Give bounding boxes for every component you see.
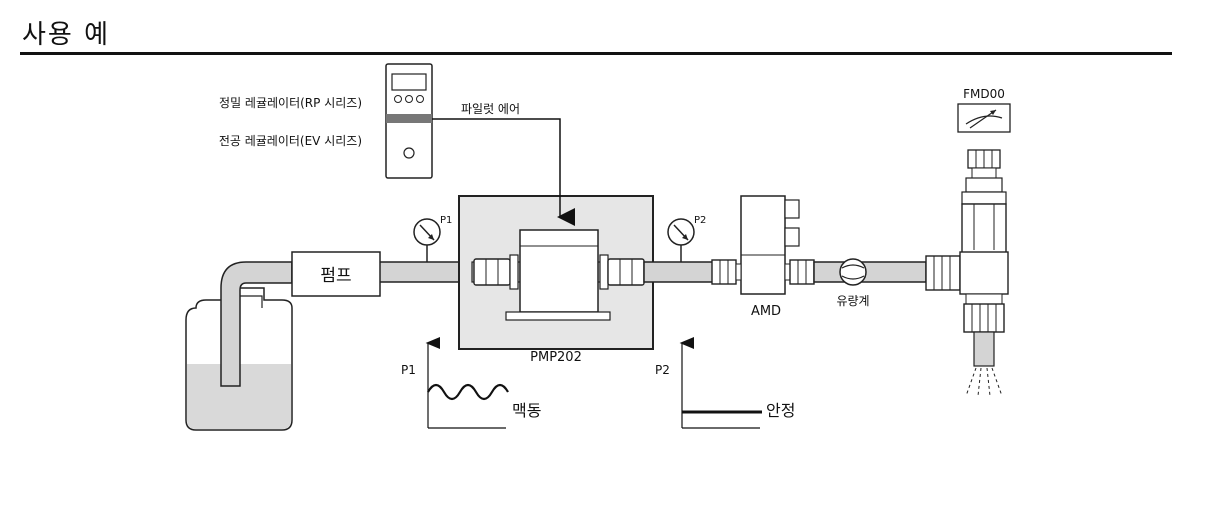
pmp-label: PMP202 — [530, 350, 582, 365]
rp-regulator-label: 정밀 레귤레이터(RP 시리즈) — [219, 96, 362, 110]
p2-label: P2 — [694, 215, 706, 226]
amd-label: AMD — [751, 304, 781, 319]
pilot-air-label: 파일럿 에어 — [461, 102, 520, 116]
p1-label: P1 — [440, 215, 452, 226]
flowmeter-label: 유량계 — [836, 294, 869, 308]
graph-p2-label: P2 — [655, 363, 670, 377]
pump-label: 펌프 — [320, 266, 351, 286]
fmd-label: FMD00 — [963, 87, 1005, 101]
fmd00-symbol: FMD00 — [957, 87, 1011, 133]
pulsation-wave — [427, 383, 509, 401]
p2-gauge: P2 — [667, 215, 706, 262]
fmd00-valve — [925, 149, 1009, 367]
spray-output — [965, 367, 1003, 397]
pmp-fitting-left — [473, 254, 519, 290]
title-divider — [20, 52, 1172, 55]
pilot-air-line: 파일럿 에어 — [432, 102, 575, 226]
regulator-device: 정밀 레귤레이터(RP 시리즈) 전공 레귤레이터(EV 시리즈) — [219, 63, 433, 179]
pmp-fitting-right — [599, 254, 645, 290]
flowmeter: 유량계 — [836, 258, 870, 308]
tank-liquid — [187, 364, 291, 429]
pipe-segment-2 — [643, 261, 721, 283]
p2-pressure-graph: P2 안정 — [655, 337, 795, 429]
pmp202-unit: PMP202 — [458, 195, 654, 365]
graph-p1-label: P1 — [401, 363, 416, 377]
pipe-segment-3 — [813, 261, 927, 283]
pump-box: 펌프 — [291, 251, 381, 297]
p1-gauge: P1 — [413, 215, 452, 262]
stable-label: 안정 — [766, 401, 795, 420]
p1-pressure-graph: P1 맥동 — [401, 337, 541, 429]
pulsation-label: 맥동 — [512, 401, 541, 420]
page-title: 사용 예 — [22, 20, 111, 50]
amd-valve: AMD — [711, 195, 815, 319]
ev-regulator-label: 전공 레귤레이터(EV 시리즈) — [219, 134, 362, 148]
